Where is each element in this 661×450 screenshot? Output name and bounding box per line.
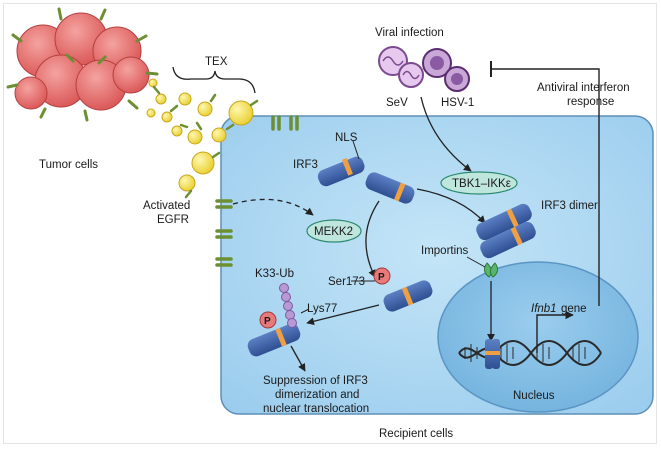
- irf3-monomer-2: [365, 172, 415, 204]
- arrow-to-suppression: [290, 345, 306, 372]
- tbk1-ikke-complex: [440, 171, 518, 195]
- label-mekk2: MEKK2: [314, 226, 353, 238]
- label-lys77: Lys77: [307, 303, 337, 315]
- irf3-phospho-ser173: [383, 280, 433, 312]
- label-suppression-3: nuclear translocation: [263, 403, 369, 415]
- label-hsv1: HSV-1: [441, 97, 474, 109]
- irf3-dimer: [476, 203, 536, 259]
- label-irf3: IRF3: [293, 159, 318, 171]
- label-egfr: EGFR: [157, 214, 189, 226]
- signaling-diagram: Tumor cells TEX Activated EGFR Viral inf…: [6, 7, 654, 440]
- label-antiviral-2: response: [567, 96, 614, 108]
- phospho-label-1: P: [378, 272, 385, 283]
- arrow-to-dimer: [416, 188, 486, 224]
- label-irf3-dimer: IRF3 dimer: [541, 200, 598, 212]
- arrow-to-phospho-irf3: [365, 200, 380, 278]
- tumor-cell-cluster: [6, 7, 159, 122]
- label-sev: SeV: [386, 97, 408, 109]
- label-antiviral-1: Antiviral interferon: [537, 82, 630, 94]
- importins-icon: [483, 262, 499, 278]
- label-importins: Importins: [421, 245, 469, 257]
- label-recipient-cells: Recipient cells: [379, 428, 453, 440]
- nucleus: [437, 261, 639, 413]
- phospho-label-2: P: [264, 316, 271, 327]
- antiviral-feedback-line: [491, 68, 600, 306]
- dashed-arrow-egfr-mekk2: [232, 198, 314, 216]
- label-ser173: Ser173: [328, 276, 365, 288]
- figure-frame: Tumor cells TEX Activated EGFR Viral inf…: [3, 3, 657, 444]
- label-nls: NLS: [335, 132, 358, 144]
- phospho-ubq-irf3-icon: [259, 311, 277, 329]
- tex-bracket: [172, 66, 256, 94]
- label-suppression-2: dimerization and: [275, 389, 359, 401]
- dna-helix: [458, 339, 602, 369]
- label-tbk1-ikke: TBK1–IKKε: [452, 178, 511, 190]
- membrane-egfr: [215, 115, 299, 267]
- hsv1-virus-icon: [422, 48, 470, 92]
- arrow-virus-to-tbk1: [420, 96, 472, 172]
- label-tex: TEX: [205, 56, 228, 68]
- irf3-ubiquitinated: [247, 323, 301, 357]
- label-nucleus: Nucleus: [513, 390, 555, 402]
- label-ifnb1: Ifnb1: [531, 303, 557, 315]
- phospho-ser173-icon: [373, 267, 391, 285]
- arrow-to-ubiquitinated-irf3: [306, 304, 380, 326]
- transcription-arrow: [536, 310, 574, 353]
- label-gene: gene: [561, 303, 587, 315]
- mekk2-enzyme: [306, 219, 362, 243]
- label-activated: Activated: [143, 200, 190, 212]
- irf3-monomer: [317, 156, 365, 187]
- label-k33-ub: K33-Ub: [255, 268, 294, 280]
- k33-ub-chain: [279, 283, 297, 328]
- label-tumor-cells: Tumor cells: [39, 159, 98, 171]
- sev-virus-icon: [378, 46, 424, 88]
- tex-vesicles: [146, 78, 259, 199]
- label-suppression-1: Suppression of IRF3: [263, 375, 368, 387]
- label-viral-infection: Viral infection: [375, 27, 444, 39]
